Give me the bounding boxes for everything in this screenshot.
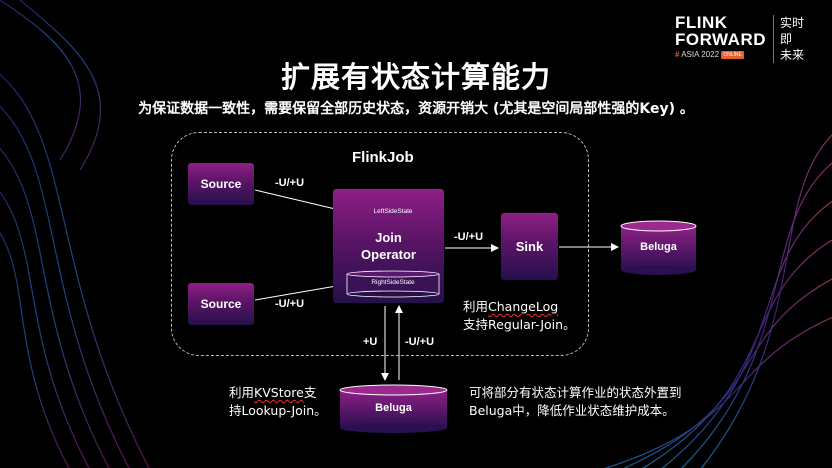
slide-subtitle: 为保证数据一致性，需要保留全部历史状态，资源开销大 (尤其是空间局部性强的Key… [138,101,694,117]
logo-badge: ONLINE [721,50,744,59]
arrow-source-top-to-left-state [254,189,349,215]
arrow-source-bottom-to-right-state [254,281,349,301]
logo-line-2: FORWARD [674,30,766,49]
edge-label-source-bottom: -U/+U [275,298,305,310]
logo-event-name: ASIA 2022 [679,50,720,59]
source-bottom-node: Source [188,283,254,325]
note-kvstore-line-2: 持Lookup-Join。 [229,403,327,418]
note-changelog-prefix: 利用 [463,299,489,314]
edge-label-join-sink: -U/+U [454,231,484,243]
edge-label-up: -U/+U [405,336,435,348]
flinkjob-label: FlinkJob [352,149,414,166]
edge-label-down: +U [363,336,378,348]
note-beluga-line-1: 可将部分有状态计算作业的状态外置到 [469,385,682,400]
note-kv-word: KVStore [254,385,304,400]
note-changelog: 利用ChangeLog 支持Regular-Join。 [463,298,576,334]
right-side-state-label: RightSideState [371,279,415,286]
logo-line-1: FLINK [674,13,728,32]
logo-event: # ASIA 2022 ONLINE [675,50,766,59]
note-kvstore: 利用KVStore支 持Lookup-Join。 [229,384,327,420]
slide-title: 扩展有状态计算能力 [280,60,551,94]
note-kv-prefix: 利用 [229,385,255,400]
note-changelog-word: ChangeLog [488,299,559,314]
flinkjob-container [171,132,589,356]
note-kvstore-line-1: 利用KVStore支 [229,384,327,402]
join-label-line-2: Operator [361,247,416,262]
logo-hash: # [674,50,680,59]
logo-cn-line-1: 实时即 [780,16,805,46]
note-kv-suffix: 支 [303,385,317,400]
beluga-bottom-label: Beluga [375,402,412,414]
sink-node: Sink [501,213,558,280]
note-beluga: 可将部分有状态计算作业的状态外置到 Beluga中，降低作业状态维护成本。 [469,384,682,420]
beluga-right-label: Beluga [640,241,677,253]
flink-forward-logo: FLINK FORWARD # ASIA 2022 ONLINE 实时即 未来 [662,13,804,64]
note-beluga-line-2: Beluga中，降低作业状态维护成本。 [469,403,675,418]
logo-chinese-tagline: 实时即 未来 [773,15,806,63]
edge-label-source-top: -U/+U [275,177,305,189]
beluga-bottom-cylinder-shape [339,384,448,433]
logo-cn-line-2: 未来 [780,48,805,62]
left-side-state-label: LeftSideState [373,208,413,215]
source-top-node: Source [188,163,254,205]
beluga-right-cylinder-shape [620,220,697,275]
join-label-line-1: Join [375,230,402,245]
note-changelog-line-2: 支持Regular-Join。 [463,317,576,332]
note-changelog-line-1: 利用ChangeLog [463,298,576,316]
